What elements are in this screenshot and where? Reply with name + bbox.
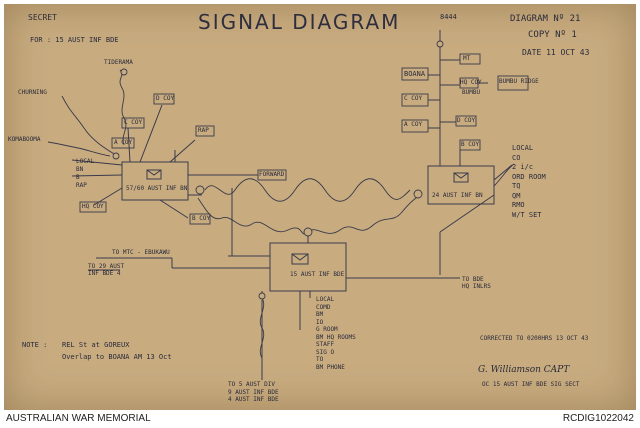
radio-link-bottom xyxy=(259,297,265,359)
a-coy-box xyxy=(111,137,135,149)
bumbu-ridge-label: BUMBU RIDGE xyxy=(499,78,539,85)
d-coy-label-right: D COY xyxy=(457,117,476,124)
radio-link-kunabooma xyxy=(47,141,111,157)
b-coy-box-left xyxy=(189,213,211,225)
diagram-date: DATE 11 OCT 43 xyxy=(522,48,590,57)
a-coy-label-right: A COY xyxy=(404,121,423,128)
diagram-number: DIAGRAM Nº 21 xyxy=(510,14,581,24)
radio-link-upper xyxy=(204,178,411,202)
mt-box xyxy=(459,53,481,65)
forward-label: FORWARD xyxy=(259,171,285,178)
bumbu-label: BUMBU xyxy=(462,89,481,96)
footer-source: AUSTRALIAN WAR MEMORIAL xyxy=(6,413,151,424)
right-hq-box xyxy=(427,165,495,205)
right-hq-label: 24 AUST INF BN xyxy=(432,192,483,199)
d-coy-box-right xyxy=(455,115,477,127)
for-unit-label: FOR : 15 AUST INF BDE xyxy=(30,36,119,44)
copy-number: COPY Nº 1 xyxy=(528,30,577,40)
footer-bar xyxy=(0,410,640,428)
hq-coy-box-right xyxy=(459,77,479,89)
b-coy-box-right xyxy=(459,139,481,151)
footer-id: RCDIG1022042 xyxy=(562,413,634,424)
radio-link-tiderama xyxy=(119,69,127,146)
center-hq-label: 15 AUST INF BDE xyxy=(290,271,345,278)
rap-box xyxy=(195,125,215,137)
rap-label: RAP xyxy=(198,127,209,134)
junction-outpost-left xyxy=(112,152,120,160)
center-hq-box xyxy=(269,242,347,292)
outpost-tiderama: TIDERAMA xyxy=(104,59,133,66)
outpost-churning: CHURNING xyxy=(18,89,47,96)
mt-label: MT xyxy=(463,55,471,62)
to-mtc-label: TO MTC - EBUKAWU xyxy=(112,249,170,256)
junction-bottom xyxy=(258,292,266,300)
a-coy-box-right xyxy=(401,119,429,133)
note-line-2: Overlap to BOANA AM 13 Oct xyxy=(62,353,172,361)
center-hq-symbol xyxy=(291,253,309,265)
a-coy-label: A COY xyxy=(114,139,133,146)
hq-coy-label-right: HQ COY xyxy=(460,79,482,86)
right-hq-symbol xyxy=(453,172,469,183)
stamp-number: 8444 xyxy=(440,13,457,21)
junction-center xyxy=(303,227,313,237)
bumbu-ridge-box xyxy=(497,75,529,91)
boana-label: BOANA xyxy=(404,70,426,78)
b-coy-label-left: B COY xyxy=(192,215,211,222)
d-coy-box xyxy=(153,93,175,105)
outpost-kunabooma: KOMABOOMA xyxy=(8,136,41,143)
radio-link-churning xyxy=(61,95,117,156)
d-coy-label: D COY xyxy=(156,95,175,102)
paper-sheet xyxy=(4,4,636,410)
junction-top-right xyxy=(436,40,444,48)
boana-box xyxy=(401,67,429,81)
left-hq-box xyxy=(121,161,189,201)
forward-box xyxy=(257,169,287,181)
signature: G. Williamson CAPT xyxy=(478,365,570,375)
note-line-1: REL St at GOREUX xyxy=(62,341,130,349)
b-coy-label-right: B COY xyxy=(461,141,480,148)
junction-left-hq xyxy=(195,185,205,195)
c-coy-label-right: C COY xyxy=(404,95,423,102)
junction-outpost-top xyxy=(120,68,128,76)
radio-link-right xyxy=(493,163,515,187)
hq-coy-label-left: HQ COY xyxy=(82,203,104,210)
left-hq-label: 57/60 AUST INF BN xyxy=(126,185,188,192)
page-title: SIGNAL DIAGRAM xyxy=(198,10,401,34)
corrected-note: CORRECTED TO 0200HRS 13 OCT 43 xyxy=(480,335,589,342)
secret-label: SECRET xyxy=(28,13,57,22)
junction-right-hq xyxy=(413,189,423,199)
note-label: NOTE : xyxy=(22,341,48,349)
signature-title: OC 15 AUST INF BDE SIG SECT xyxy=(482,381,580,388)
c-coy-box xyxy=(121,117,145,129)
c-coy-label: C COY xyxy=(124,119,143,126)
c-coy-box-right xyxy=(401,93,429,107)
hq-coy-box-left xyxy=(79,201,107,213)
left-hq-symbol xyxy=(146,169,162,180)
signal-diagram-drawing xyxy=(47,30,529,380)
